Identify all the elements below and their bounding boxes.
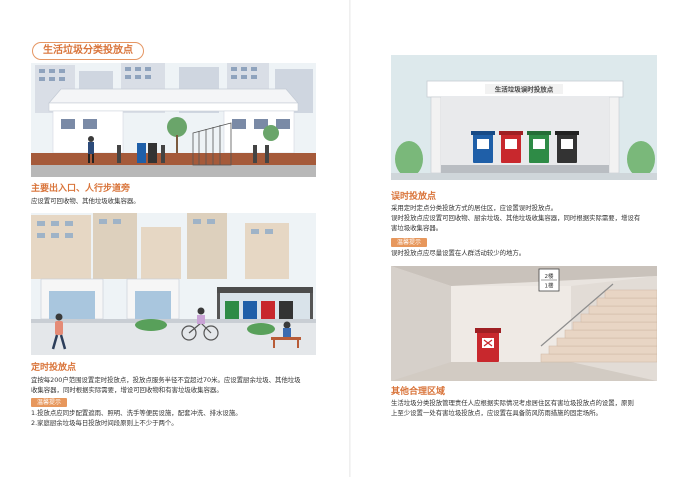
section-entrance-text: 应设置可回收物、其他垃圾收集容器。	[31, 197, 140, 205]
section-other-title: 其他合理区域	[391, 387, 446, 397]
section-entrance-title: 主要出入口、人行步道旁	[31, 184, 131, 194]
timed-tip-text: 1.投放点应同步配置遮雨、照明、洗手等便民设施，配套冲洗、排水设施。 2.家庭厨…	[31, 409, 242, 427]
floor-sign-bottom: 1楼	[545, 282, 554, 290]
section-anytime-title: 误时投放点	[391, 192, 437, 202]
anytime-tip-badge: 温馨提示	[391, 238, 428, 247]
anytime-tip-text: 误时投放点应尽量设置在人群活动较少的地方。	[391, 249, 526, 257]
section-timed-text: 宜按每200户范围设置定时投放点，投放点服务半径不宜超过70米。应设置厨余垃圾、…	[31, 376, 301, 394]
anytime-illustration: 生活垃圾误时投放点	[391, 55, 657, 180]
stairwell-illustration: 2楼 1楼	[391, 266, 657, 381]
timed-illustration	[31, 213, 316, 355]
page-fold	[349, 0, 351, 477]
timed-tip-badge: 温馨提示	[31, 398, 68, 407]
section-other-text: 生活垃圾分类投放管理责任人应根据实际情况考虑居住区有害垃圾投放点的设置，原则 上…	[391, 399, 634, 417]
entrance-illustration	[31, 63, 316, 177]
section-timed-title: 定时投放点	[31, 363, 77, 373]
floor-sign-top: 2楼	[545, 272, 554, 280]
section-anytime-text: 采用定时定点分类投放方式的居住区，应设置误时投放点。 误时投放点应设置可回收物、…	[391, 204, 641, 232]
station-sign: 生活垃圾误时投放点	[495, 85, 554, 94]
page-title: 生活垃圾分类投放点	[32, 42, 144, 60]
